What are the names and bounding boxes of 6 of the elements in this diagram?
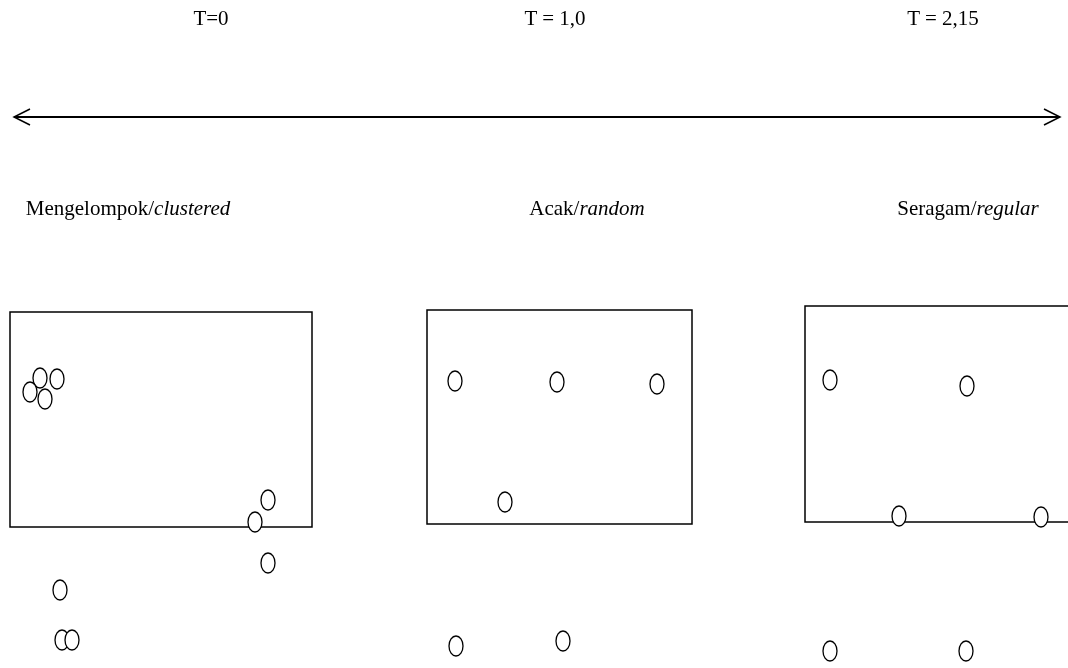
time-label: T=0 [193,6,229,31]
time-label: T = 1,0 [524,6,586,31]
pattern-label: Seragam/regular [897,196,1039,221]
time-label: T = 2,15 [907,6,979,31]
pattern-label: Mengelompok/clustered [25,196,231,221]
pattern-label: Acak/random [529,196,645,221]
